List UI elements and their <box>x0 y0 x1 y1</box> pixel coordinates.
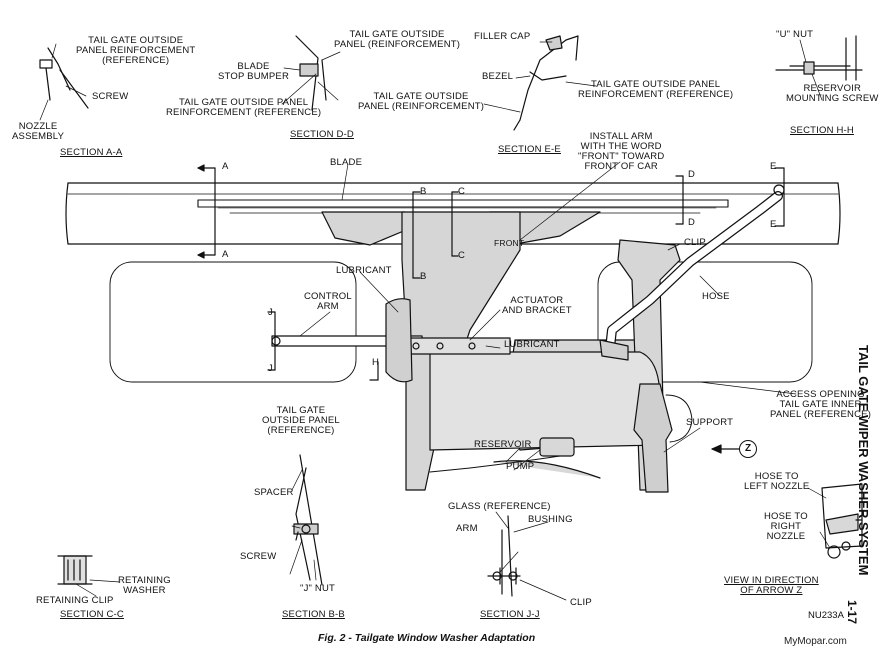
support-bracket <box>633 383 673 493</box>
label-bb-spacer: SPACER <box>254 487 294 498</box>
section-cc-title: SECTION C-C <box>60 609 124 620</box>
cut-line-a <box>197 164 216 259</box>
hose-run <box>429 394 693 473</box>
label-jj-glass: GLASS (REFERENCE) <box>448 501 551 512</box>
section-jj-drawing <box>487 515 521 597</box>
figure-code: NU233A <box>808 610 844 621</box>
label-blade: BLADE <box>330 157 363 168</box>
cut-letter-d-bottom: D <box>688 217 696 228</box>
label-clip: CLIP <box>684 237 706 248</box>
label-jj-clip: CLIP <box>570 597 592 608</box>
label-hh-mounting-screw: RESERVOIR MOUNTING SCREW <box>786 83 879 104</box>
view-z-drawing <box>821 483 863 559</box>
cut-line-d <box>675 175 684 225</box>
cut-line-j <box>267 311 276 371</box>
label-cc-retaining-washer: RETAINING WASHER <box>118 575 171 596</box>
label-reservoir: RESERVOIR <box>474 439 532 450</box>
section-aa-title: SECTION A-A <box>60 147 123 158</box>
label-aa-reinforcement: TAIL GATE OUTSIDE PANEL REINFORCEMENT (R… <box>76 35 196 66</box>
access-opening-left <box>109 261 357 383</box>
actuator <box>385 298 413 383</box>
cut-letter-c-top: C <box>458 186 466 197</box>
label-actuator: ACTUATOR AND BRACKET <box>502 295 572 316</box>
label-aa-screw: SCREW <box>92 91 129 102</box>
arrow-z <box>711 444 741 454</box>
credit: MyMopar.com <box>784 636 847 647</box>
label-lubricant-1: LUBRICANT <box>336 265 392 276</box>
section-dd-title: SECTION D-D <box>290 129 354 140</box>
figure-caption: Fig. 2 - Tailgate Window Washer Adaptati… <box>318 632 536 644</box>
label-bb-j-nut: "J" NUT <box>300 583 336 594</box>
section-dd-drawing <box>295 35 327 111</box>
label-bb-outside-panel: TAIL GATE OUTSIDE PANEL (REFERENCE) <box>262 405 340 436</box>
reservoir-tank <box>429 351 661 451</box>
control-arm <box>271 335 511 355</box>
section-ee-drawing <box>513 35 579 131</box>
label-hh-u-nut: "U" NUT <box>776 29 814 40</box>
access-opening-right <box>597 261 813 383</box>
label-ee-bezel: BEZEL <box>482 71 514 82</box>
section-aa-drawing <box>39 47 89 109</box>
cut-line-c <box>451 191 459 257</box>
section-hh-title: SECTION H-H <box>790 125 854 136</box>
cut-letter-e-top: E <box>770 161 777 172</box>
label-ee-filler-cap: FILLER CAP <box>474 31 531 42</box>
cut-letter-j-top: J <box>268 307 273 318</box>
cut-line-b <box>412 191 421 279</box>
section-hh-drawing <box>775 35 863 81</box>
section-ee-title: SECTION E-E <box>498 144 561 155</box>
cut-letter-c-bottom: C <box>458 250 466 261</box>
section-bb-drawing <box>293 454 323 586</box>
cut-letter-j-bottom: J <box>268 363 273 374</box>
label-install-arm: INSTALL ARM WITH THE WORD "FRONT" TOWARD… <box>578 131 665 172</box>
label-hose: HOSE <box>702 291 730 302</box>
page-number: 1-17 <box>845 600 859 625</box>
label-bb-screw: SCREW <box>240 551 277 562</box>
label-support: SUPPORT <box>686 417 734 428</box>
label-dd-blade-stop: BLADE STOP BUMPER <box>218 61 290 82</box>
label-front: FRONT <box>494 238 525 248</box>
cut-letter-b-bottom: B <box>420 271 427 282</box>
label-jj-arm: ARM <box>456 523 478 534</box>
label-hose-left: HOSE TO LEFT NOZZLE <box>744 471 810 492</box>
label-aa-nozzle: NOZZLE ASSEMBLY <box>12 121 65 142</box>
cut-letter-h: H <box>372 357 380 368</box>
label-cc-retaining-clip: RETAINING CLIP <box>36 595 114 606</box>
cut-line-h <box>369 361 379 381</box>
label-dd-outside-panel-2: TAIL GATE OUTSIDE PANEL (REINFORCEMENT) <box>358 91 485 112</box>
label-access-opening: ACCESS OPENING TAIL GATE INNER PANEL (RE… <box>770 389 872 420</box>
wiper-blade <box>197 199 729 214</box>
leader-lines <box>39 39 831 601</box>
view-z-title: VIEW IN DIRECTION OF ARROW Z <box>724 575 819 596</box>
cut-letter-a-top: A <box>222 161 229 172</box>
arrow-z-marker: Z <box>739 440 757 458</box>
cut-letter-e-bottom: E <box>770 219 777 230</box>
label-ee-reinforcement: TAIL GATE OUTSIDE PANEL REINFORCEMENT (R… <box>578 79 734 100</box>
label-hose-right: HOSE TO RIGHT NOZZLE <box>764 511 808 542</box>
sidebar-title: TAIL GATE WIPER WASHER SYSTEM <box>856 345 871 576</box>
cut-letter-d-top: D <box>688 169 696 180</box>
section-bb-title: SECTION B-B <box>282 609 345 620</box>
label-jj-bushing: BUSHING <box>528 514 573 525</box>
filler-neck <box>599 191 783 361</box>
section-cc-drawing <box>57 555 93 585</box>
label-dd-outside-panel: TAIL GATE OUTSIDE PANEL (REINFORCEMENT) <box>334 29 461 50</box>
section-jj-title: SECTION J-J <box>480 609 540 620</box>
label-control-arm: CONTROL ARM <box>304 291 352 312</box>
cut-letter-b-top: B <box>420 186 427 197</box>
label-pump: PUMP <box>506 461 535 472</box>
cut-line-e <box>773 167 785 227</box>
cut-letter-a-bottom: A <box>222 249 229 260</box>
label-lubricant-2: LUBRICANT <box>504 339 560 350</box>
label-dd-reinforcement-ref: TAIL GATE OUTSIDE PANEL REINFORCEMENT (R… <box>166 97 322 118</box>
